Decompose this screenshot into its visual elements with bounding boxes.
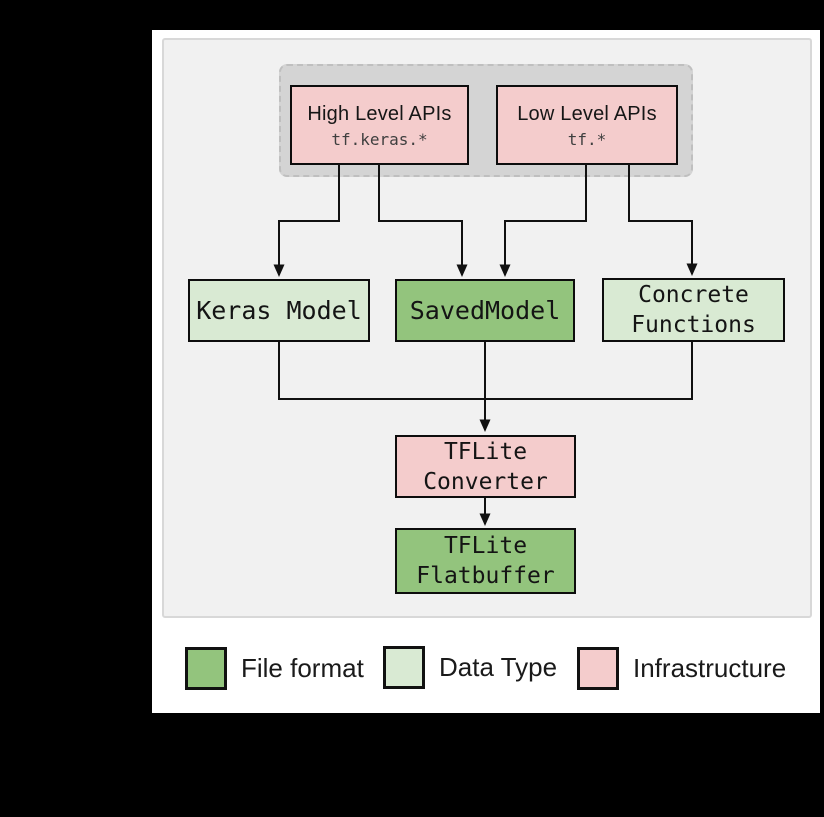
node-low-level-apis: Low Level APIs tf.* <box>496 85 678 165</box>
node-tflite-converter: TFLite Converter <box>395 435 576 498</box>
tflite-converter-label-line2: Converter <box>423 468 548 495</box>
legend-swatch-data-type <box>383 645 425 689</box>
diagram-panel: High Level APIs tf.keras.* Low Level API… <box>162 38 812 618</box>
tflite-flatbuffer-label-line2: Flatbuffer <box>416 563 555 589</box>
node-keras-model: Keras Model <box>188 279 370 342</box>
keras-model-label: Keras Model <box>196 295 362 325</box>
legend-item-infrastructure: Infrastructure <box>577 646 786 690</box>
legend: File format Data Type Infrastructure <box>152 645 820 705</box>
concrete-functions-label-line2: Functions <box>631 312 756 338</box>
legend-label-infrastructure: Infrastructure <box>633 652 787 683</box>
api-group-container: High Level APIs tf.keras.* Low Level API… <box>279 64 693 177</box>
high-level-apis-title: High Level APIs <box>307 102 452 125</box>
node-concrete-functions: Concrete Functions <box>602 278 785 342</box>
saved-model-label: SavedModel <box>409 295 561 325</box>
node-high-level-apis: High Level APIs tf.keras.* <box>290 85 469 165</box>
legend-swatch-infrastructure <box>577 646 619 690</box>
legend-label-data-type: Data Type <box>439 651 558 682</box>
high-level-apis-code: tf.keras.* <box>331 129 428 149</box>
concrete-functions-label-line1: Concrete <box>638 282 749 308</box>
low-level-apis-title: Low Level APIs <box>517 102 657 125</box>
legend-item-file-format: File format <box>185 646 364 690</box>
diagram-page: High Level APIs tf.keras.* Low Level API… <box>152 30 820 713</box>
tflite-flatbuffer-label-line1: TFLite <box>443 533 528 559</box>
low-level-apis-code: tf.* <box>567 129 607 149</box>
legend-swatch-file-format <box>185 646 227 690</box>
legend-label-file-format: File format <box>241 652 364 683</box>
tflite-converter-label-line1: TFLite <box>443 438 528 465</box>
node-tflite-flatbuffer: TFLite Flatbuffer <box>395 528 576 594</box>
legend-item-data-type: Data Type <box>383 645 557 689</box>
node-saved-model: SavedModel <box>395 279 575 342</box>
